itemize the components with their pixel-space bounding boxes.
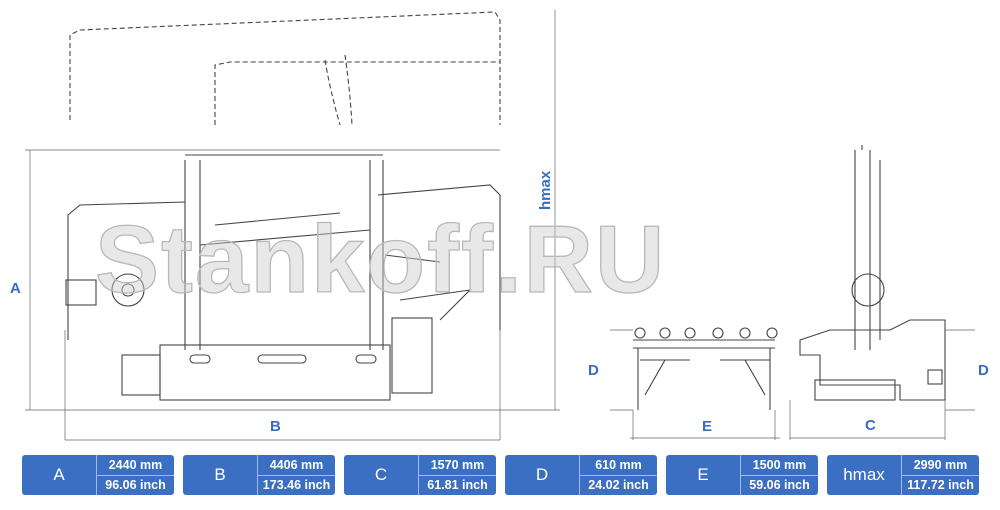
spec-inch: 24.02 inch [588, 478, 649, 493]
dim-label-e: E [702, 418, 713, 435]
spec-box-d: D 610 mm 24.02 inch [505, 455, 657, 495]
dim-label-a: A [10, 280, 21, 297]
spec-key: C [374, 465, 388, 484]
watermark: Stankoff.RU [94, 205, 667, 313]
spec-box-e: E 1500 mm 59.06 inch [666, 455, 818, 495]
spec-mm: 1570 mm [419, 455, 496, 476]
spec-key: D [535, 465, 549, 484]
spec-box-hmax: hmax 2990 mm 117.72 inch [827, 455, 979, 495]
roller-table [610, 327, 780, 440]
spec-box-a: A 2440 mm 96.06 inch [22, 455, 174, 495]
spec-inch: 173.46 inch [262, 478, 331, 493]
spec-inch: 117.72 inch [907, 478, 974, 493]
spec-box-c: C 1570 mm 61.81 inch [344, 455, 496, 495]
spec-mm: 610 mm [580, 455, 657, 476]
spec-mm: 1500 mm [741, 455, 818, 476]
raised-bow-outline [69, 11, 501, 126]
spec-inch: 96.06 inch [105, 478, 166, 493]
side-view-machine [789, 145, 975, 440]
dim-label-b: B [270, 418, 281, 435]
spec-key: B [214, 465, 226, 484]
dim-label-d-left: D [588, 362, 599, 379]
spec-key: E [697, 465, 709, 484]
spec-mm: 2440 mm [97, 455, 174, 476]
dim-label-hmax: hmax [537, 170, 554, 210]
spec-mm: 4406 mm [258, 455, 335, 476]
dim-label-d-right: D [978, 362, 989, 379]
dim-label-c: C [865, 417, 876, 434]
spec-box-b: B 4406 mm 173.46 inch [183, 455, 335, 495]
spec-key: hmax [843, 465, 885, 484]
front-view-machine [25, 10, 560, 441]
spec-inch: 61.81 inch [427, 478, 488, 493]
spec-key: A [53, 465, 65, 484]
spec-mm: 2990 mm [902, 455, 979, 476]
spec-inch: 59.06 inch [749, 478, 810, 493]
